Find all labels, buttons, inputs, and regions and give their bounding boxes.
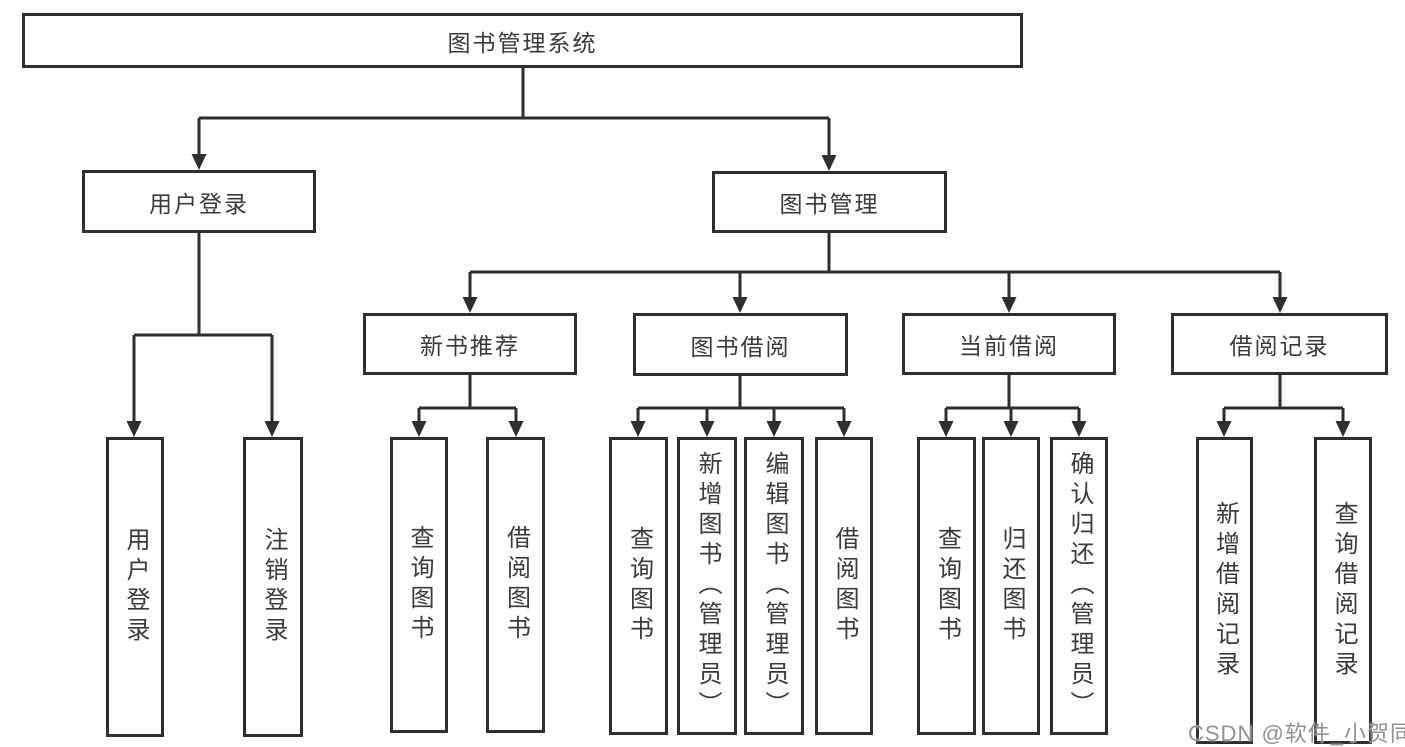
node-book-management-label: 图书管理 bbox=[779, 191, 880, 217]
node-borrow-record-label: 借阅记录 bbox=[1229, 333, 1330, 359]
leaf-bb-query-books-label: 查询图书 bbox=[625, 526, 653, 646]
leaf-br-add-record: 新增借阅记录 bbox=[1196, 437, 1253, 744]
leaf-user-login: 用户登录 bbox=[106, 437, 164, 737]
node-book-borrow: 图书借阅 bbox=[633, 313, 848, 376]
leaf-br-add-record-label: 新增借阅记录 bbox=[1211, 500, 1239, 681]
leaf-bb-edit-books-admin: 编辑图书（管理员） bbox=[744, 437, 804, 735]
node-new-book-recommend: 新书推荐 bbox=[363, 313, 577, 375]
leaf-logout: 注销登录 bbox=[243, 437, 303, 737]
leaf-user-login-label: 用户登录 bbox=[122, 527, 149, 647]
leaf-cb-query-books: 查询图书 bbox=[917, 437, 976, 735]
leaf-br-query-record: 查询借阅记录 bbox=[1314, 437, 1372, 744]
leaf-nbr-query-books: 查询图书 bbox=[390, 437, 448, 733]
leaf-cb-return-books: 归还图书 bbox=[982, 437, 1040, 735]
node-current-borrow-label: 当前借阅 bbox=[959, 333, 1059, 359]
node-current-borrow: 当前借阅 bbox=[902, 313, 1116, 375]
leaf-cb-confirm-return-admin-label: 确认归还（管理员） bbox=[1066, 451, 1093, 721]
leaf-br-query-record-label: 查询借阅记录 bbox=[1330, 500, 1357, 681]
node-new-book-recommend-label: 新书推荐 bbox=[420, 333, 520, 359]
leaf-nbr-borrow-books-label: 借阅图书 bbox=[502, 525, 530, 645]
leaf-cb-query-books-label: 查询图书 bbox=[933, 526, 961, 646]
leaf-bb-borrow-books: 借阅图书 bbox=[815, 437, 873, 735]
node-user-login-label: 用户登录 bbox=[149, 190, 249, 217]
leaf-nbr-query-books-label: 查询图书 bbox=[406, 525, 433, 645]
leaf-cb-confirm-return-admin: 确认归还（管理员） bbox=[1050, 437, 1108, 735]
leaf-nbr-borrow-books: 借阅图书 bbox=[486, 437, 545, 733]
node-borrow-record: 借阅记录 bbox=[1171, 313, 1388, 375]
leaf-bb-add-books-admin: 新增图书（管理员） bbox=[677, 437, 737, 735]
csdn-watermark: CSDN @软件_小贺同学 bbox=[1188, 721, 1405, 746]
leaf-bb-query-books: 查询图书 bbox=[609, 437, 668, 735]
node-book-management: 图书管理 bbox=[712, 171, 947, 233]
leaf-bb-borrow-books-label: 借阅图书 bbox=[831, 526, 858, 646]
leaf-logout-label: 注销登录 bbox=[260, 527, 287, 647]
leaf-bb-edit-books-admin-label: 编辑图书（管理员） bbox=[761, 451, 788, 721]
arrowheads bbox=[126, 154, 1351, 437]
node-book-borrow-label: 图书借阅 bbox=[690, 333, 791, 360]
node-root-label: 图书管理系统 bbox=[447, 29, 598, 56]
node-user-login: 用户登录 bbox=[82, 170, 316, 233]
leaf-cb-return-books-label: 归还图书 bbox=[998, 526, 1025, 646]
node-root-library-system: 图书管理系统 bbox=[22, 13, 1023, 68]
leaf-bb-add-books-admin-label: 新增图书（管理员） bbox=[694, 451, 721, 721]
